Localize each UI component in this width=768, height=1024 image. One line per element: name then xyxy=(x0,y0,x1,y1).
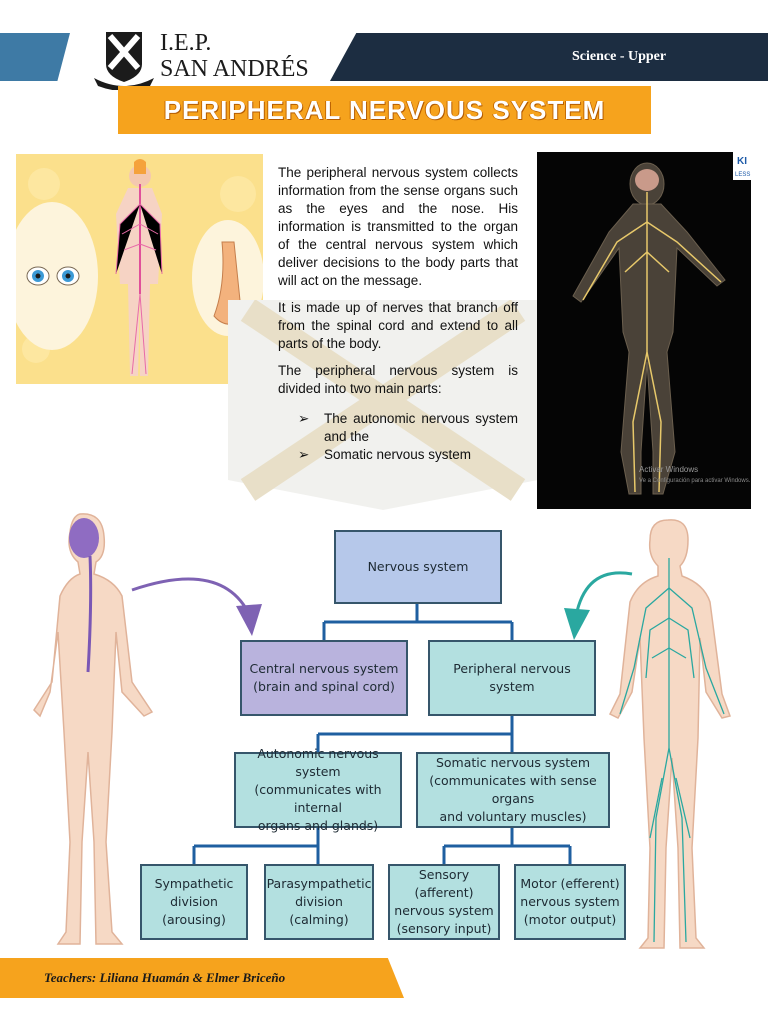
somatic-line3: and voluntary muscles) xyxy=(439,809,587,824)
motor-line2: nervous system xyxy=(520,894,620,909)
autonomic-box: Autonomic nervous system (communicates w… xyxy=(234,746,402,833)
autonomic-line1: Autonomic nervous system xyxy=(257,746,379,779)
intro-text: The peripheral nervous system collects i… xyxy=(278,164,518,464)
sensory-line2: nervous system xyxy=(394,903,494,918)
somatic-line2: (communicates with sense organs xyxy=(429,773,597,806)
parasympathetic-box: Parasympathetic division (calming) xyxy=(264,864,374,940)
crest-watermark xyxy=(228,300,538,510)
activate-windows-title: Activar Windows xyxy=(639,465,698,474)
sensory-line3: (sensory input) xyxy=(396,921,492,936)
parts-list: ➢ The autonomic nervous system and the ➢ S… xyxy=(278,410,518,464)
list-item-text: Somatic nervous system xyxy=(324,447,472,462)
somatic-line1: Somatic nervous system xyxy=(435,755,591,770)
somatic-box: Somatic nervous system (communicates wit… xyxy=(416,752,610,828)
cns-line1: Central nervous system xyxy=(249,661,399,676)
svg-text:LESS: LESS xyxy=(735,172,750,178)
pns-body-figure xyxy=(608,519,731,949)
parasympathetic-line2: division xyxy=(295,894,343,909)
list-item-text: The autonomic nervous system and the xyxy=(324,411,518,444)
nervous-system-photo: KI LESS Activar Windows Ve a Configuraci… xyxy=(537,152,751,509)
autonomic-line2: (communicates with internal xyxy=(254,782,382,815)
subject-label: Science - Upper xyxy=(572,49,667,64)
intro-paragraph-1: The peripheral nervous system collects i… xyxy=(278,165,518,288)
school-crest-logo xyxy=(94,32,154,90)
parasympathetic-line1: Parasympathetic xyxy=(266,876,372,891)
sympathetic-line3: (arousing) xyxy=(162,912,226,927)
cns-body-figure xyxy=(33,513,154,945)
arrow-bullet-icon: ➢ xyxy=(298,411,310,426)
motor-line1: Motor (efferent) xyxy=(520,876,620,891)
parasympathetic-line3: (calming) xyxy=(289,912,349,927)
motor-box: Motor (efferent) nervous system (motor o… xyxy=(514,864,626,940)
cns-box: Central nervous system (brain and spinal… xyxy=(240,640,408,716)
list-item: ➢ Somatic nervous system xyxy=(298,446,518,464)
title-banner: PERIPHERAL NERVOUS SYSTEM xyxy=(118,86,651,134)
school-name: I.E.P. SAN ANDRÉS xyxy=(160,30,309,82)
photo-logo: KI xyxy=(737,156,747,167)
sensory-box: Sensory (afferent) nervous system (senso… xyxy=(388,864,500,940)
footer-bar: Teachers: Liliana Huamán & Elmer Briceño xyxy=(0,958,404,998)
header-left-bar xyxy=(0,33,70,81)
autonomic-line3: organs and glands) xyxy=(257,818,379,833)
pns-label: Peripheral nervous system xyxy=(453,661,571,694)
activate-windows-subtitle: Ve a Configuración para activar Windows. xyxy=(639,478,751,484)
teal-arrow-icon xyxy=(564,571,633,640)
pns-box: Peripheral nervous system xyxy=(428,640,596,716)
list-item: ➢ The autonomic nervous system and the xyxy=(298,410,518,446)
purple-arrow-icon xyxy=(131,577,262,636)
cns-line2: (brain and spinal cord) xyxy=(253,679,395,694)
header-right-bar: Science - Upper xyxy=(330,33,768,81)
motor-line3: (motor output) xyxy=(523,912,617,927)
nervous-system-label: Nervous system xyxy=(367,559,469,574)
sensory-line1: Sensory (afferent) xyxy=(414,867,474,900)
sympathetic-line1: Sympathetic xyxy=(154,876,234,891)
school-name-line1: I.E.P. xyxy=(160,30,212,56)
intro-paragraph-2: It is made up of nerves that branch off … xyxy=(278,300,518,351)
teachers-credit: Teachers: Liliana Huamán & Elmer Briceño xyxy=(44,970,286,985)
school-name-line2: SAN ANDRÉS xyxy=(160,56,309,82)
nervous-system-box: Nervous system xyxy=(334,530,502,604)
sympathetic-line2: division xyxy=(170,894,218,909)
page-title: PERIPHERAL NERVOUS SYSTEM xyxy=(163,95,606,125)
sympathetic-box: Sympathetic division (arousing) xyxy=(140,864,248,940)
arrow-bullet-icon: ➢ xyxy=(298,447,310,462)
senses-illustration xyxy=(16,154,263,384)
intro-paragraph-3: The peripheral nervous system is divided… xyxy=(278,363,518,396)
